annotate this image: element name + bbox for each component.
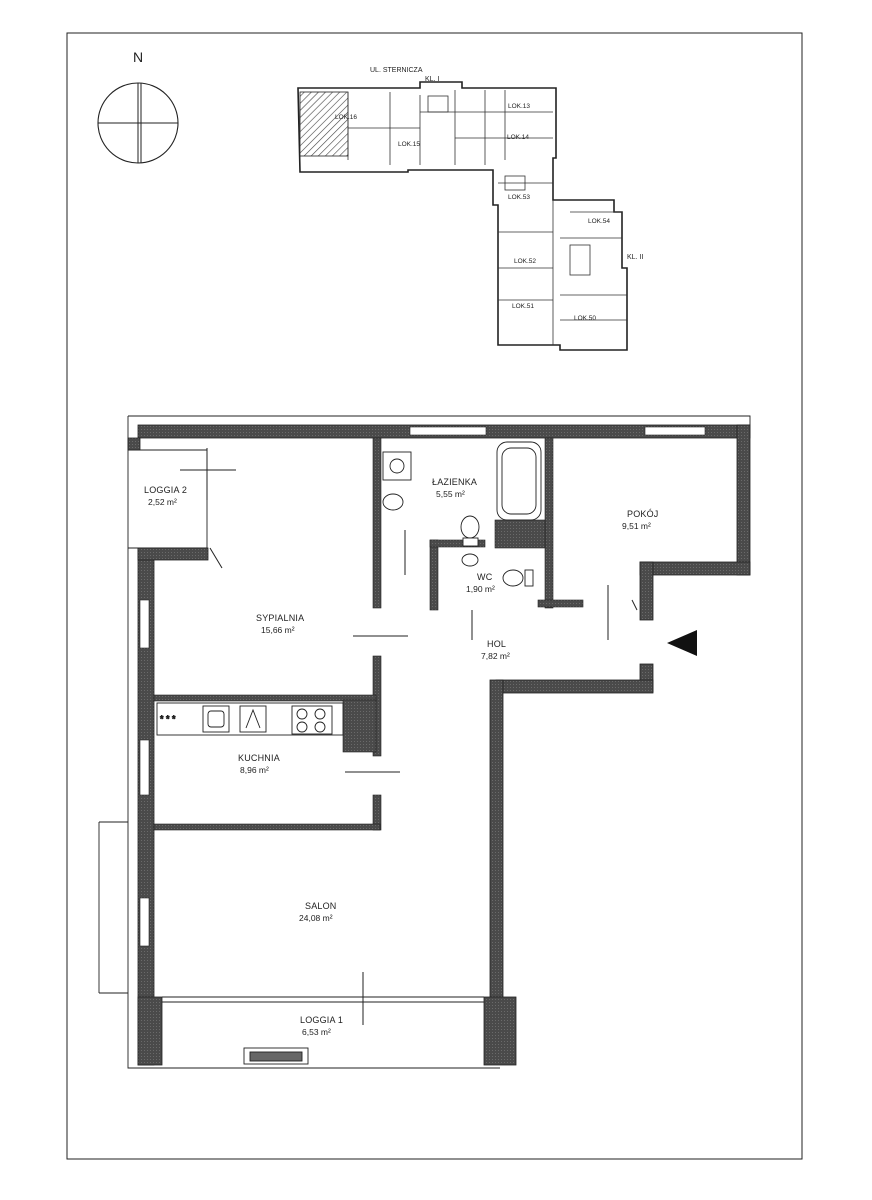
washer-drum bbox=[389, 458, 405, 474]
key-plan-selected-unit bbox=[299, 91, 349, 157]
wc-toilet bbox=[502, 569, 524, 587]
room-area-lazienka: 5,55 m² bbox=[436, 489, 465, 499]
key-plan-stair-2-label: KL. II bbox=[627, 254, 643, 261]
room-area-hol: 7,82 m² bbox=[481, 651, 510, 661]
key-plan-outline bbox=[297, 81, 628, 351]
washbasin bbox=[382, 493, 404, 511]
key-plan-unit-label: LOK.51 bbox=[512, 303, 534, 310]
room-name-loggia1: LOGGIA 1 bbox=[300, 1015, 343, 1025]
compass: N bbox=[97, 49, 179, 164]
room-name-pokoj: POKÓJ bbox=[627, 509, 659, 519]
apartment-plan: * * * LOGGIA 2 2,52 m² ŁAZIENKA 5,55 m² … bbox=[98, 415, 751, 1069]
room-name-sypialnia: SYPIALNIA bbox=[256, 613, 304, 623]
key-plan-unit-label: LOK.13 bbox=[508, 103, 530, 110]
room-name-kuchnia: KUCHNIA bbox=[238, 753, 280, 763]
room-area-wc: 1,90 m² bbox=[466, 584, 495, 594]
room-area-salon: 24,08 m² bbox=[299, 913, 333, 923]
key-plan-unit-label: LOK.50 bbox=[574, 315, 596, 322]
windows-top bbox=[409, 426, 706, 436]
interior-walls bbox=[153, 437, 584, 831]
bathroom-fixtures bbox=[382, 441, 542, 587]
bathtub-inner bbox=[501, 447, 537, 515]
room-name-salon: SALON bbox=[305, 901, 337, 911]
washer bbox=[382, 451, 412, 481]
counter-marks: * * * bbox=[160, 714, 176, 724]
key-plan-unit-label: LOK.54 bbox=[588, 218, 610, 225]
loggia1-glazing bbox=[162, 996, 484, 1065]
key-plan-street-label: UL. STERNICZA bbox=[370, 67, 423, 74]
room-name-loggia2: LOGGIA 2 bbox=[144, 485, 187, 495]
room-labels: LOGGIA 2 2,52 m² ŁAZIENKA 5,55 m² POKÓJ … bbox=[144, 477, 659, 1037]
room-area-sypialnia: 15,66 m² bbox=[261, 625, 295, 635]
room-name-hol: HOL bbox=[487, 639, 506, 649]
key-plan: UL. STERNICZA KL. I KL. II bbox=[297, 67, 643, 351]
triangle-left-icon bbox=[667, 630, 697, 656]
page-frame bbox=[66, 32, 803, 1160]
key-plan-unit-label: LOK.52 bbox=[514, 258, 536, 265]
key-plan-unit-label: LOK.53 bbox=[508, 194, 530, 201]
door-lines bbox=[180, 448, 638, 1025]
kitchen-fixtures: * * * bbox=[156, 702, 344, 736]
windows-left bbox=[139, 599, 150, 947]
room-name-lazienka: ŁAZIENKA bbox=[432, 477, 477, 487]
compass-north-label: N bbox=[133, 49, 143, 65]
wc-washbasin bbox=[461, 553, 479, 567]
key-plan-unit-label: LOK.14 bbox=[507, 134, 529, 141]
key-plan-partitions bbox=[347, 90, 627, 345]
key-plan-unit-label: LOK.16 bbox=[335, 114, 357, 121]
room-area-pokoj: 9,51 m² bbox=[622, 521, 651, 531]
room-area-loggia2: 2,52 m² bbox=[148, 497, 177, 507]
toilet-bathroom bbox=[460, 515, 480, 539]
room-name-wc: WC bbox=[477, 572, 493, 582]
exterior-walls bbox=[127, 424, 751, 1066]
room-area-loggia1: 6,53 m² bbox=[302, 1027, 331, 1037]
key-plan-stair-1-label: KL. I bbox=[425, 76, 439, 83]
room-area-kuchnia: 8,96 m² bbox=[240, 765, 269, 775]
key-plan-unit-label: LOK.15 bbox=[398, 141, 420, 148]
